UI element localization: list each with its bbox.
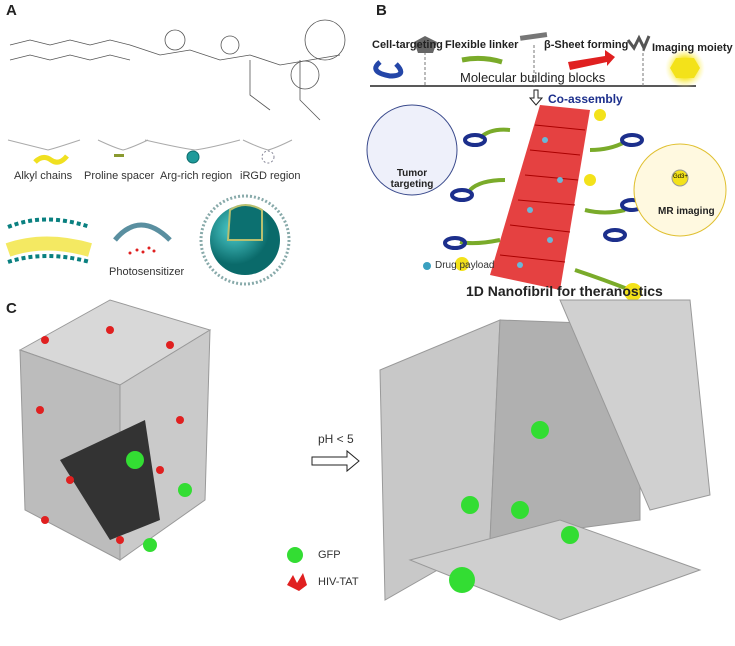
co-assembly-label: Co-assembly <box>548 92 623 106</box>
nanofibril-graphic <box>443 105 644 301</box>
drug-payload-label: Drug payload <box>435 260 495 271</box>
panel-b-label: B <box>376 2 387 19</box>
bracket-lines <box>7 139 293 151</box>
bilayer-graphic <box>5 217 92 264</box>
molecule-structure <box>9 19 346 121</box>
closed-box-graphic <box>18 299 212 561</box>
gd-label: Gd3+ <box>673 174 688 180</box>
gd-ion <box>671 169 689 187</box>
alkyl-chain-icon <box>33 154 69 165</box>
curved-arrow-icon <box>113 222 172 242</box>
arg-rich-icon <box>186 150 200 164</box>
arg-rich-label: Arg-rich region <box>160 170 233 182</box>
gfp-legend-label: GFP <box>318 549 341 561</box>
imaging-moiety-icon <box>670 58 700 78</box>
pentagon-icon <box>414 36 437 53</box>
beta-sheet-arrow-icon <box>568 50 615 70</box>
alkyl-chains-label: Alkyl chains <box>14 170 73 182</box>
photosensitizer-dots <box>128 246 156 255</box>
building-blocks-label: Molecular building blocks <box>460 70 606 85</box>
proline-spacer-label: Proline spacer <box>84 170 155 182</box>
imaging-moiety-label: Imaging moiety <box>652 42 733 54</box>
irgd-shell <box>199 194 291 286</box>
dashed-leaders <box>424 45 644 86</box>
nanofibril-caption: 1D Nanofibril for theranostics <box>466 283 663 299</box>
nanoparticle-cutaway <box>226 204 263 241</box>
cell-targeting-icon <box>373 60 404 79</box>
irgd-label: iRGD region <box>240 170 301 182</box>
grey-bar-icon <box>519 32 548 41</box>
tumor-targeting-callout <box>366 104 458 196</box>
irgd-icon <box>261 150 275 164</box>
panel-a-label: A <box>6 2 17 19</box>
flexible-linker-icon <box>461 55 503 65</box>
open-box-graphic <box>379 299 711 621</box>
gfp-legend-icon <box>287 547 303 563</box>
beta-sheet-label: β-Sheet forming <box>544 39 629 51</box>
panel-c-label: C <box>6 300 17 317</box>
drug-payload-icon <box>423 262 431 270</box>
imaging-wave-icon <box>626 34 651 52</box>
photosensitizer-label: Photosensitizer <box>109 266 185 278</box>
hiv-tat-legend-label: HIV-TAT <box>318 576 359 588</box>
ph-condition-label: pH < 5 <box>318 432 354 446</box>
mr-imaging-label: MR imaging <box>658 206 715 217</box>
mr-imaging-callout <box>633 143 727 237</box>
flexible-linker-label: Flexible linker <box>445 39 519 51</box>
tumor-targeting-label: Tumor targeting <box>390 168 434 190</box>
down-arrow-icon <box>528 89 544 106</box>
proline-spacer-icon <box>114 154 124 157</box>
cell-targeting-label: Cell-targeting <box>372 39 443 51</box>
right-arrow-icon <box>311 449 360 473</box>
hiv-tat-legend-icon <box>287 573 307 591</box>
